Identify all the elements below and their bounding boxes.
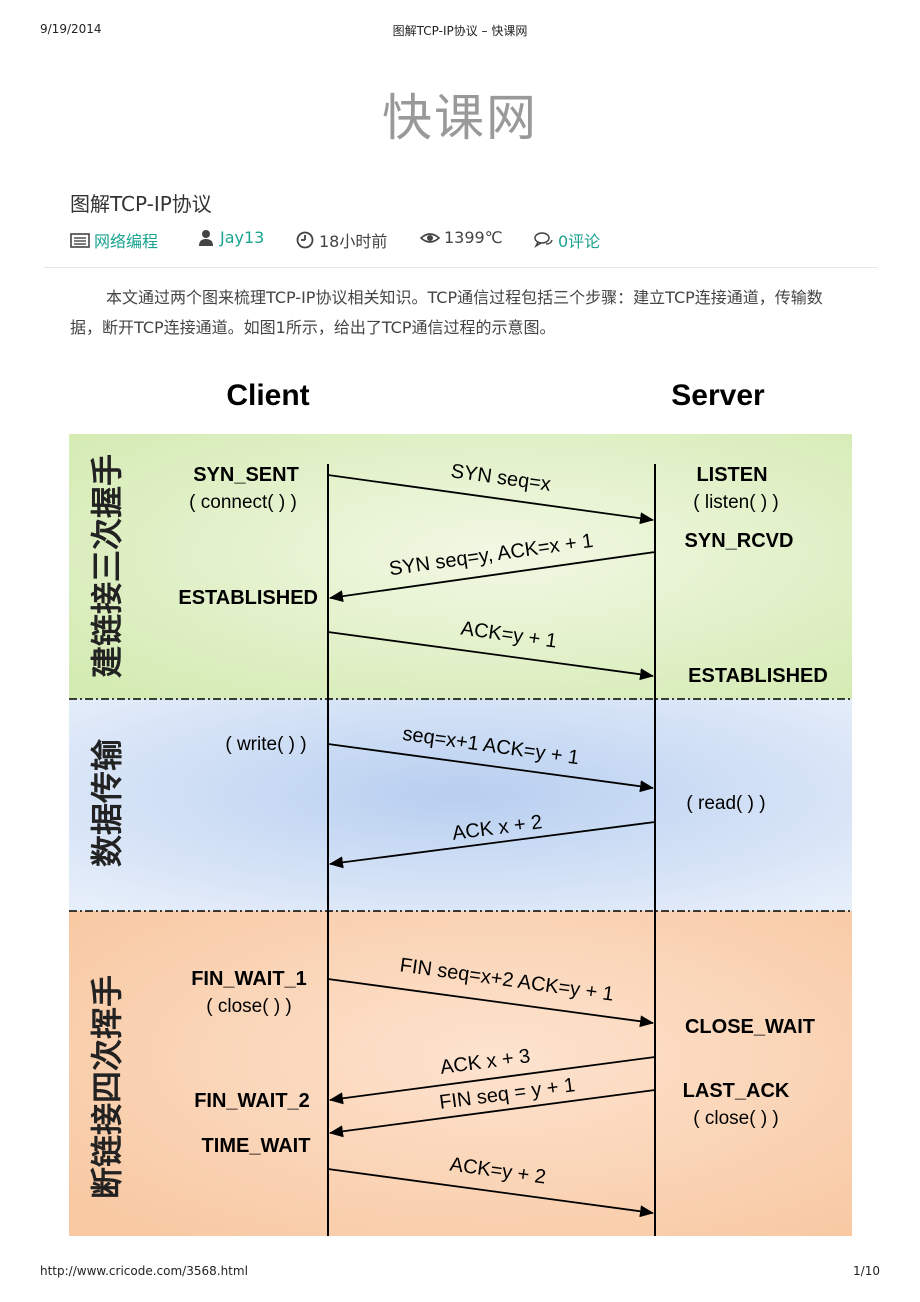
call-close-client: ( close( ) ) — [206, 996, 292, 1017]
tcp-diagram: Client Server 建链接三次握手 数据传输 断链接四次挥手 SYN_S… — [0, 360, 920, 1240]
transfer-section-title: 数据传输 — [88, 738, 126, 867]
print-url: http://www.cricode.com/3568.html — [40, 1264, 248, 1278]
meta-time-text: 18小时前 — [319, 232, 388, 251]
arrow-final-ack — [327, 1168, 654, 1218]
call-connect: ( connect( ) ) — [189, 492, 297, 513]
state-established-client: ESTABLISHED — [178, 587, 318, 609]
call-listen: ( listen( ) ) — [693, 492, 779, 513]
transfer-section-bg — [69, 699, 852, 911]
call-close-server: ( close( ) ) — [693, 1108, 779, 1129]
meta-comments-link[interactable]: 0评论 — [558, 232, 601, 251]
print-date: 9/19/2014 — [40, 22, 102, 36]
client-label: Client — [226, 379, 309, 412]
site-logo[interactable]: 快课网 — [382, 89, 538, 147]
article-title: 图解TCP-IP协议 — [70, 192, 212, 216]
arrow-ack — [327, 631, 654, 681]
arrow-fin-client — [327, 978, 654, 1028]
tcp-diagram-svg: Client Server 建链接三次握手 数据传输 断链接四次挥手 SYN_S… — [69, 379, 852, 1236]
clock-icon — [295, 231, 315, 249]
meta-author[interactable]: Jay13 — [196, 228, 264, 247]
state-syn-sent: SYN_SENT — [193, 464, 299, 486]
list-icon — [70, 231, 90, 249]
meta-author-link[interactable]: Jay13 — [220, 228, 265, 247]
state-syn-rcvd: SYN_RCVD — [685, 530, 794, 552]
user-icon — [196, 229, 216, 247]
state-fin-wait-2: FIN_WAIT_2 — [194, 1090, 310, 1112]
meta-category[interactable]: 网络编程 — [70, 228, 158, 252]
handshake-section-title: 建链接三次握手 — [88, 454, 126, 678]
state-fin-wait-1: FIN_WAIT_1 — [191, 968, 307, 990]
print-page-number: 1/10 — [853, 1264, 880, 1278]
state-listen: LISTEN — [696, 464, 767, 486]
article-intro: 本文通过两个图来梳理TCP-IP协议相关知识。TCP通信过程包括三个步骤：建立T… — [70, 288, 823, 337]
call-read: ( read( ) ) — [686, 793, 765, 814]
state-time-wait: TIME_WAIT — [202, 1135, 311, 1157]
meta-views: 1399℃ — [419, 228, 503, 247]
call-write: ( write( ) ) — [225, 734, 306, 755]
teardown-section-bg — [69, 911, 852, 1236]
server-label: Server — [671, 379, 765, 412]
state-last-ack: LAST_ACK — [683, 1080, 790, 1102]
arrow-data-ack — [329, 821, 656, 869]
divider — [44, 267, 878, 268]
comments-icon — [534, 231, 554, 249]
print-header: 9/19/2014 图解TCP-IP协议 – 快课网 — [0, 20, 920, 40]
arrow-syn — [327, 474, 654, 525]
meta-comments[interactable]: 0评论 — [534, 228, 600, 252]
teardown-section-title: 断链接四次挥手 — [88, 975, 126, 1199]
eye-icon — [419, 229, 441, 247]
arrow-ack-fin — [329, 1056, 656, 1105]
handshake-section-bg — [69, 434, 852, 699]
arrow-syn-ack — [329, 551, 656, 603]
state-close-wait: CLOSE_WAIT — [685, 1016, 815, 1038]
print-page-title: 图解TCP-IP协议 – 快课网 — [392, 24, 528, 38]
meta-views-text: 1399℃ — [444, 228, 503, 247]
meta-category-link[interactable]: 网络编程 — [94, 232, 159, 251]
arrow-fin-server — [329, 1089, 656, 1138]
meta-time: 18小时前 — [295, 228, 387, 252]
arrow-data — [327, 743, 654, 793]
state-established-server: ESTABLISHED — [688, 665, 828, 687]
